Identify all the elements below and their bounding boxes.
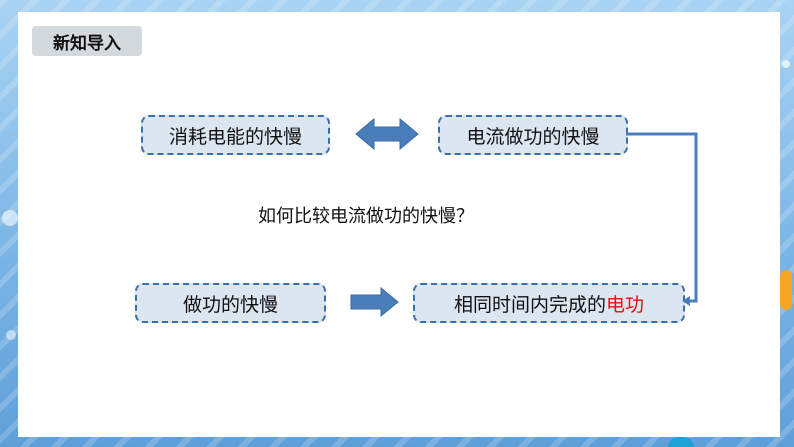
decor-bubble (6, 330, 16, 340)
connector-line (626, 132, 698, 303)
slide-canvas: 新知导入 消耗电能的快慢 电流做功的快慢 如何比较电流做功的快慢？ 做功的快慢 … (18, 12, 780, 437)
decor-corner (668, 437, 694, 447)
box-label: 做功的快慢 (182, 293, 278, 316)
box-label: 电流做功的快慢 (466, 125, 600, 148)
decor-bubble (2, 210, 18, 226)
decor-bubble (780, 270, 792, 310)
double-arrow-icon (355, 117, 419, 151)
box-current-work-rate: 电流做功的快慢 (438, 115, 628, 155)
question-text: 如何比较电流做功的快慢？ (258, 206, 474, 227)
diagram-arrows (350, 117, 698, 318)
box-label-highlight: 电功 (606, 293, 645, 316)
box-label-prefix: 相同时间内完成的 (453, 293, 606, 316)
box-energy-consumption-rate: 消耗电能的快慢 (141, 115, 330, 155)
box-work-rate: 做功的快慢 (135, 283, 326, 323)
right-arrow-icon (350, 286, 399, 318)
section-title-tag: 新知导入 (32, 26, 142, 56)
box-label: 消耗电能的快慢 (168, 125, 302, 148)
decor-bubble (782, 60, 790, 68)
box-work-same-time: 相同时间内完成的电功 (413, 283, 685, 323)
connector-arrowhead (682, 296, 690, 306)
